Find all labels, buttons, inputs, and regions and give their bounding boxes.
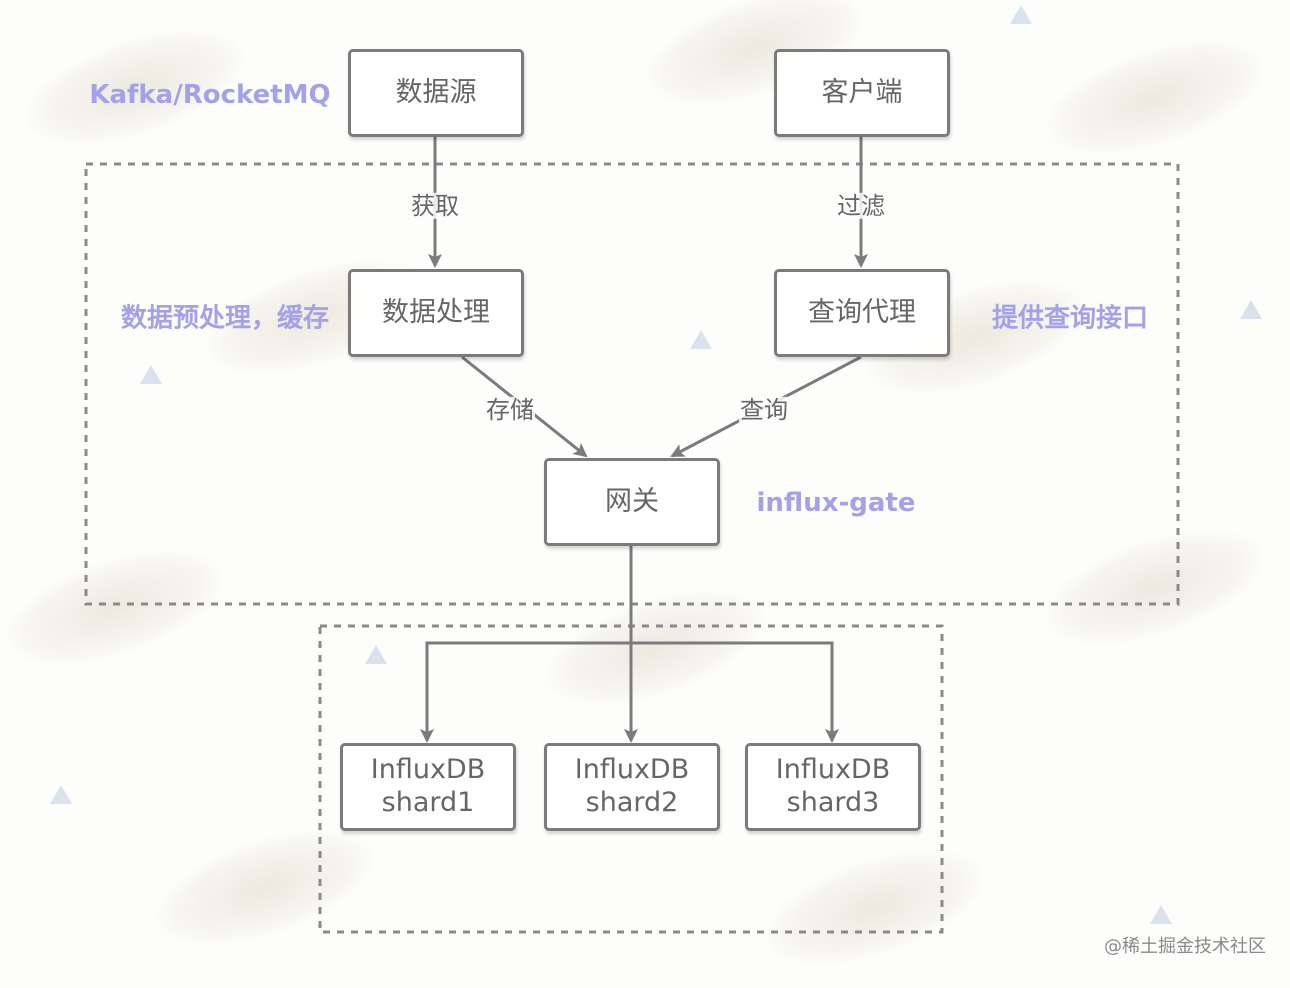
watermark-triangle [690,330,712,349]
shard3-node: InfluxDB shard3 [745,743,921,831]
shard1-node: InfluxDB shard1 [340,743,516,831]
shard1-name: shard1 [381,787,475,818]
watermark-triangle [50,785,72,804]
query-proxy-node: 查询代理 [774,269,950,357]
watermark-triangle [140,365,162,384]
gateway-node: 网关 [544,458,720,546]
edge-gateway-to-shard1 [420,641,631,743]
edge-label-filter: 过滤 [836,191,886,220]
shard2-title: InfluxDB [574,754,690,786]
annotation-mq: Kafka/RocketMQ [89,80,331,110]
shard3-name: shard3 [786,787,880,818]
data-source-node: 数据源 [348,49,524,137]
shard2-name: shard2 [585,787,679,818]
query-proxy-label: 查询代理 [808,296,916,328]
data-processing-node: 数据处理 [348,269,524,357]
shard2-node: InfluxDB shard2 [544,743,720,831]
data-processing-label: 数据处理 [382,296,490,328]
edge-label-store: 存储 [485,395,535,424]
watermark-triangle [1150,905,1172,924]
client-label: 客户端 [821,76,903,108]
edge-label-query: 查询 [739,395,789,424]
shard3-title: InfluxDB [775,754,891,786]
credit-watermark: @稀土掘金技术社区 [1104,936,1266,957]
data-source-label: 数据源 [395,76,477,108]
annotation-query-api: 提供查询接口 [991,303,1149,334]
gateway-label: 网关 [605,485,659,517]
client-node: 客户端 [774,49,950,137]
watermark-triangle [365,645,387,664]
watermark-triangle [1240,300,1262,319]
watermark-triangle [1010,5,1032,24]
annotation-preprocess: 数据预处理，缓存 [120,303,330,334]
edge-label-fetch: 获取 [410,191,460,220]
annotation-gate: influx-gate [756,488,916,518]
shard1-title: InfluxDB [370,754,486,786]
edge-gateway-to-shard3 [631,641,839,743]
